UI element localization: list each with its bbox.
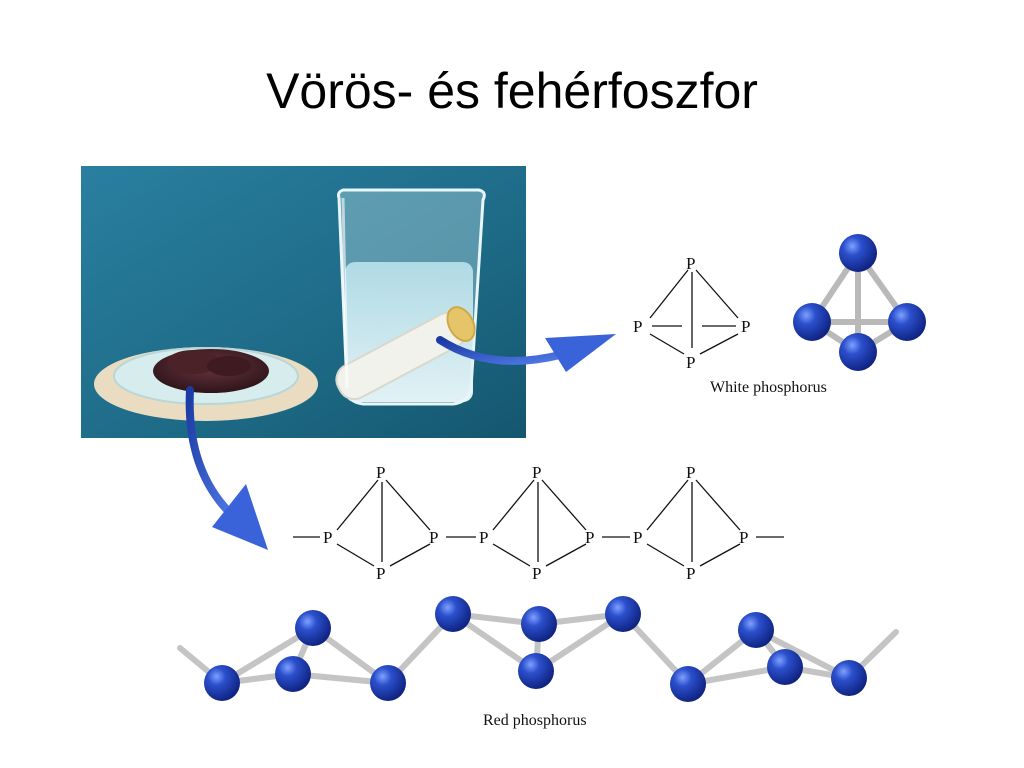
white-phosphorus-formula bbox=[649, 269, 739, 355]
atom-label: P bbox=[376, 463, 385, 482]
atom-label: P bbox=[323, 528, 332, 547]
arrow-to-red-phosphorus bbox=[185, 386, 268, 550]
atom-label: P bbox=[376, 564, 385, 583]
atom-label: P bbox=[633, 528, 642, 547]
red-phosphorus-caption: Red phosphorus bbox=[483, 712, 587, 729]
red-phosphorus-atom-labels: P P P P P P P P P P P P bbox=[323, 463, 748, 583]
atom-label: P bbox=[585, 528, 594, 547]
atom-label: P bbox=[739, 528, 748, 547]
atom-label: P bbox=[686, 463, 695, 482]
red-phosphorus-model bbox=[177, 596, 899, 702]
arrow-to-white-phosphorus bbox=[436, 334, 616, 372]
phosphorus-photo bbox=[81, 166, 526, 438]
atom-label: P bbox=[686, 564, 695, 583]
atom-label: P bbox=[686, 254, 695, 273]
white-phosphorus-model bbox=[793, 234, 926, 371]
slide-title: Vörös- és fehérfoszfor bbox=[266, 63, 758, 119]
atom-label: P bbox=[741, 317, 750, 336]
atom-label: P bbox=[633, 317, 642, 336]
atom-label: P bbox=[686, 353, 695, 372]
atom-label: P bbox=[429, 528, 438, 547]
red-phosphorus-formula bbox=[293, 479, 784, 567]
atom-label: P bbox=[532, 564, 541, 583]
atom-label: P bbox=[532, 463, 541, 482]
white-phosphorus-caption: White phosphorus bbox=[710, 379, 827, 396]
white-phosphorus-atom-labels: P P P P bbox=[633, 254, 750, 372]
atom-label: P bbox=[479, 528, 488, 547]
